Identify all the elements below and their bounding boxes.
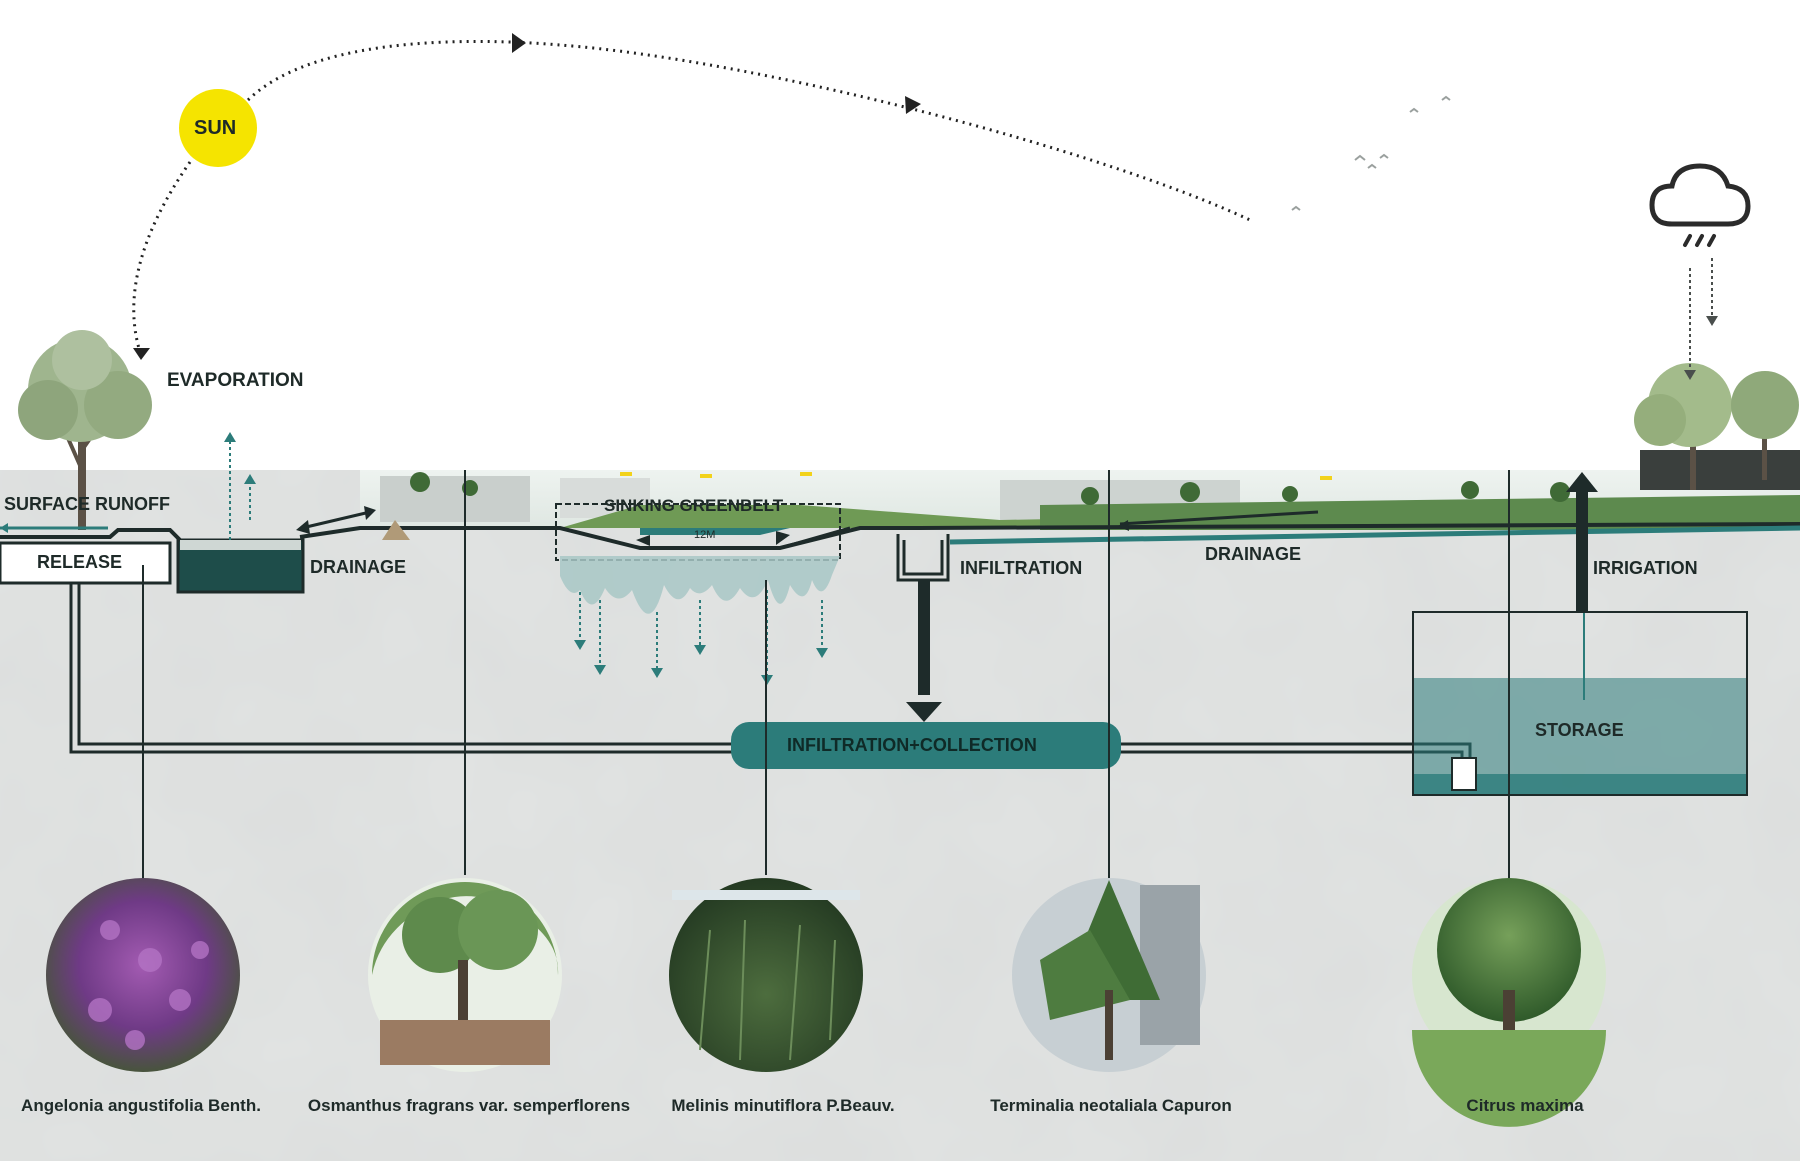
tree-right-icon [1634, 363, 1799, 490]
plant-name-4: Terminalia neotaliala Capuron [990, 1096, 1232, 1115]
plant-name-2: Osmanthus fragrans var. semperflorens [307, 1096, 631, 1115]
sun-icon [179, 89, 257, 167]
down-arrow-to-collection [906, 580, 942, 722]
storage-label: STORAGE [1535, 720, 1624, 740]
rain-cloud-icon [1649, 163, 1751, 247]
evaporation-arc [132, 39, 1251, 353]
width-marker-label: 12M [694, 529, 716, 541]
surface-runoff-label: SURFACE RUNOFF [4, 494, 170, 514]
plant-name-5: Citrus maxima [1466, 1096, 1584, 1115]
surface-landscape [360, 450, 1800, 530]
sun-label: SUN [194, 117, 237, 139]
sinking-greenbelt-label: SINKING GREENBELT [604, 496, 784, 515]
drainage-left-label: DRAINAGE [310, 557, 407, 577]
storage-tank [1412, 611, 1748, 796]
irrigation-arrow [1566, 472, 1598, 613]
infiltration-collection-label: INFILTRATION+COLLECTION [787, 735, 1037, 755]
plant-photo-melinis [669, 878, 863, 1072]
evaporation-label: EVAPORATION [167, 370, 304, 391]
infiltration-label: INFILTRATION [960, 558, 1083, 578]
release-box [0, 541, 172, 585]
release-label: RELEASE [37, 552, 123, 572]
tree-left-icon [18, 330, 152, 530]
irrigation-label: IRRIGATION [1593, 558, 1698, 578]
birds [1291, 95, 1451, 211]
plant-name-3: Melinis minutiflora P.Beauv. [671, 1096, 895, 1115]
drainage-right-label: DRAINAGE [1205, 544, 1302, 564]
plant-name-1: Angelonia angustifolia Benth. [21, 1096, 261, 1115]
plant-photo-angelonia [46, 878, 240, 1072]
plant-photo-osmanthus [368, 878, 562, 1072]
retention-basin [176, 538, 305, 594]
sinking-greenbelt [555, 503, 851, 614]
plant-photo-citrus [1412, 878, 1606, 1127]
plant-leaders [142, 470, 1510, 880]
plant-photo-terminalia [1012, 878, 1206, 1072]
infiltration-collection-pill [731, 722, 1121, 769]
